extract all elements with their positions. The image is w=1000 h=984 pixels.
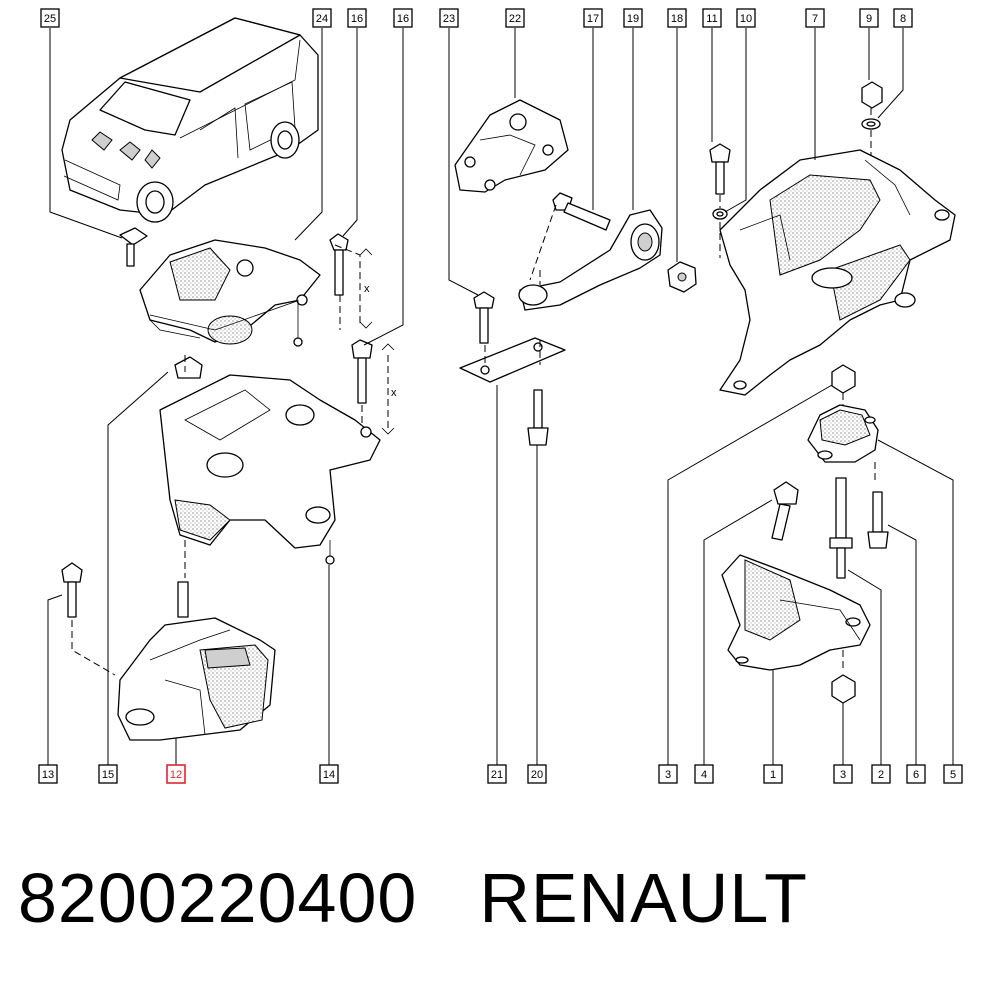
- callouts-bottom: 13 15 12 14 21 20 3 4 1 3 2 6 5: [38, 764, 963, 784]
- gearbox-mount-bracket: [159, 356, 381, 565]
- subframe-bracket-part-7: [719, 149, 956, 396]
- callout-3[interactable]: 3: [658, 764, 678, 784]
- bolt-part-16b: [351, 339, 373, 404]
- svg-text:24: 24: [316, 13, 328, 25]
- callout-5[interactable]: 5: [943, 764, 963, 784]
- bolt-part-6: [867, 491, 889, 549]
- callout-17[interactable]: 17: [583, 8, 603, 28]
- bolt-part-4: [771, 481, 799, 541]
- svg-text:19: 19: [627, 13, 639, 25]
- callout-1[interactable]: 1: [763, 764, 783, 784]
- bolt-part-16a: [329, 233, 349, 330]
- svg-text:8: 8: [900, 13, 906, 25]
- nut-part-18: [667, 261, 697, 293]
- washer-part-8: [861, 118, 881, 130]
- dimension-label: x: [364, 283, 370, 295]
- brand-name: RENAULT: [479, 859, 808, 937]
- svg-text:9: 9: [866, 13, 872, 25]
- plate-part-21: [459, 337, 566, 383]
- svg-text:20: 20: [531, 769, 543, 781]
- svg-text:5: 5: [950, 769, 956, 781]
- callouts-top: 25 24 16 16 23 22 17 19 18 11 10 7 9 8: [40, 8, 913, 28]
- stud-part-2: [829, 477, 853, 579]
- callout-9[interactable]: 9: [859, 8, 879, 28]
- dimension-label: x: [391, 387, 397, 399]
- svg-text:16: 16: [397, 13, 409, 25]
- callout-11[interactable]: 11: [702, 8, 722, 28]
- callout-21[interactable]: 21: [487, 764, 507, 784]
- callout-18[interactable]: 18: [667, 8, 687, 28]
- nut-part-3-lower: [831, 674, 856, 704]
- bolt-part-11: [709, 143, 731, 195]
- dimension-marks: x x: [359, 248, 397, 435]
- svg-text:12: 12: [170, 769, 182, 781]
- svg-text:22: 22: [509, 13, 521, 25]
- svg-text:16: 16: [351, 13, 363, 25]
- svg-text:4: 4: [701, 769, 707, 781]
- callout-13[interactable]: 13: [38, 764, 58, 784]
- svg-text:14: 14: [323, 769, 335, 781]
- footer-caption: 8200220400 RENAULT: [18, 858, 870, 938]
- callout-14[interactable]: 14: [319, 764, 339, 784]
- engine-mount-bracket: [139, 239, 321, 347]
- torque-rod-part-19: [518, 209, 663, 311]
- callout-4[interactable]: 4: [694, 764, 714, 784]
- bracket-part-22: [454, 99, 569, 193]
- bolt-part-20: [527, 389, 549, 446]
- svg-text:10: 10: [740, 13, 752, 25]
- callout-22[interactable]: 22: [505, 8, 525, 28]
- callout-16[interactable]: 16: [347, 8, 367, 28]
- callout-8[interactable]: 8: [893, 8, 913, 28]
- callout-6[interactable]: 6: [906, 764, 926, 784]
- svg-text:7: 7: [812, 13, 818, 25]
- bolt-part-17: [552, 192, 611, 231]
- callout-2[interactable]: 2: [871, 764, 891, 784]
- svg-text:17: 17: [587, 13, 599, 25]
- leader-lines: [47, 28, 954, 765]
- callout-24[interactable]: 24: [312, 8, 332, 28]
- svg-text:3: 3: [665, 769, 671, 781]
- svg-text:23: 23: [443, 13, 455, 25]
- svg-text:21: 21: [491, 769, 503, 781]
- callout-10[interactable]: 10: [736, 8, 756, 28]
- svg-text:18: 18: [671, 13, 683, 25]
- washer-part-10: [712, 208, 728, 220]
- callout-19[interactable]: 19: [623, 8, 643, 28]
- callout-3[interactable]: 3: [833, 764, 853, 784]
- callout-15[interactable]: 15: [98, 764, 118, 784]
- bolt-part-13: [61, 562, 116, 676]
- svg-text:25: 25: [44, 13, 56, 25]
- svg-text:6: 6: [913, 769, 919, 781]
- bolt-part-23: [473, 291, 495, 344]
- svg-text:11: 11: [706, 13, 717, 25]
- gearbox-mount-part-12: [117, 581, 276, 741]
- part-number: 8200220400: [18, 859, 418, 937]
- callout-16[interactable]: 16: [393, 8, 413, 28]
- bolt-part-25: [119, 227, 148, 267]
- nut-part-3-upper: [831, 364, 856, 394]
- bracket-part-1: [721, 554, 871, 671]
- svg-text:15: 15: [102, 769, 114, 781]
- svg-text:2: 2: [878, 769, 884, 781]
- svg-text:3: 3: [840, 769, 846, 781]
- callout-23[interactable]: 23: [439, 8, 459, 28]
- vehicle-illustration: [61, 17, 319, 223]
- nut-part-9: [861, 81, 883, 109]
- callout-25[interactable]: 25: [40, 8, 60, 28]
- svg-text:1: 1: [770, 769, 776, 781]
- callout-20[interactable]: 20: [527, 764, 547, 784]
- callout-7[interactable]: 7: [805, 8, 825, 28]
- svg-text:13: 13: [42, 769, 54, 781]
- callout-12-highlighted[interactable]: 12: [166, 764, 186, 784]
- rubber-mount-part-5: [807, 404, 879, 463]
